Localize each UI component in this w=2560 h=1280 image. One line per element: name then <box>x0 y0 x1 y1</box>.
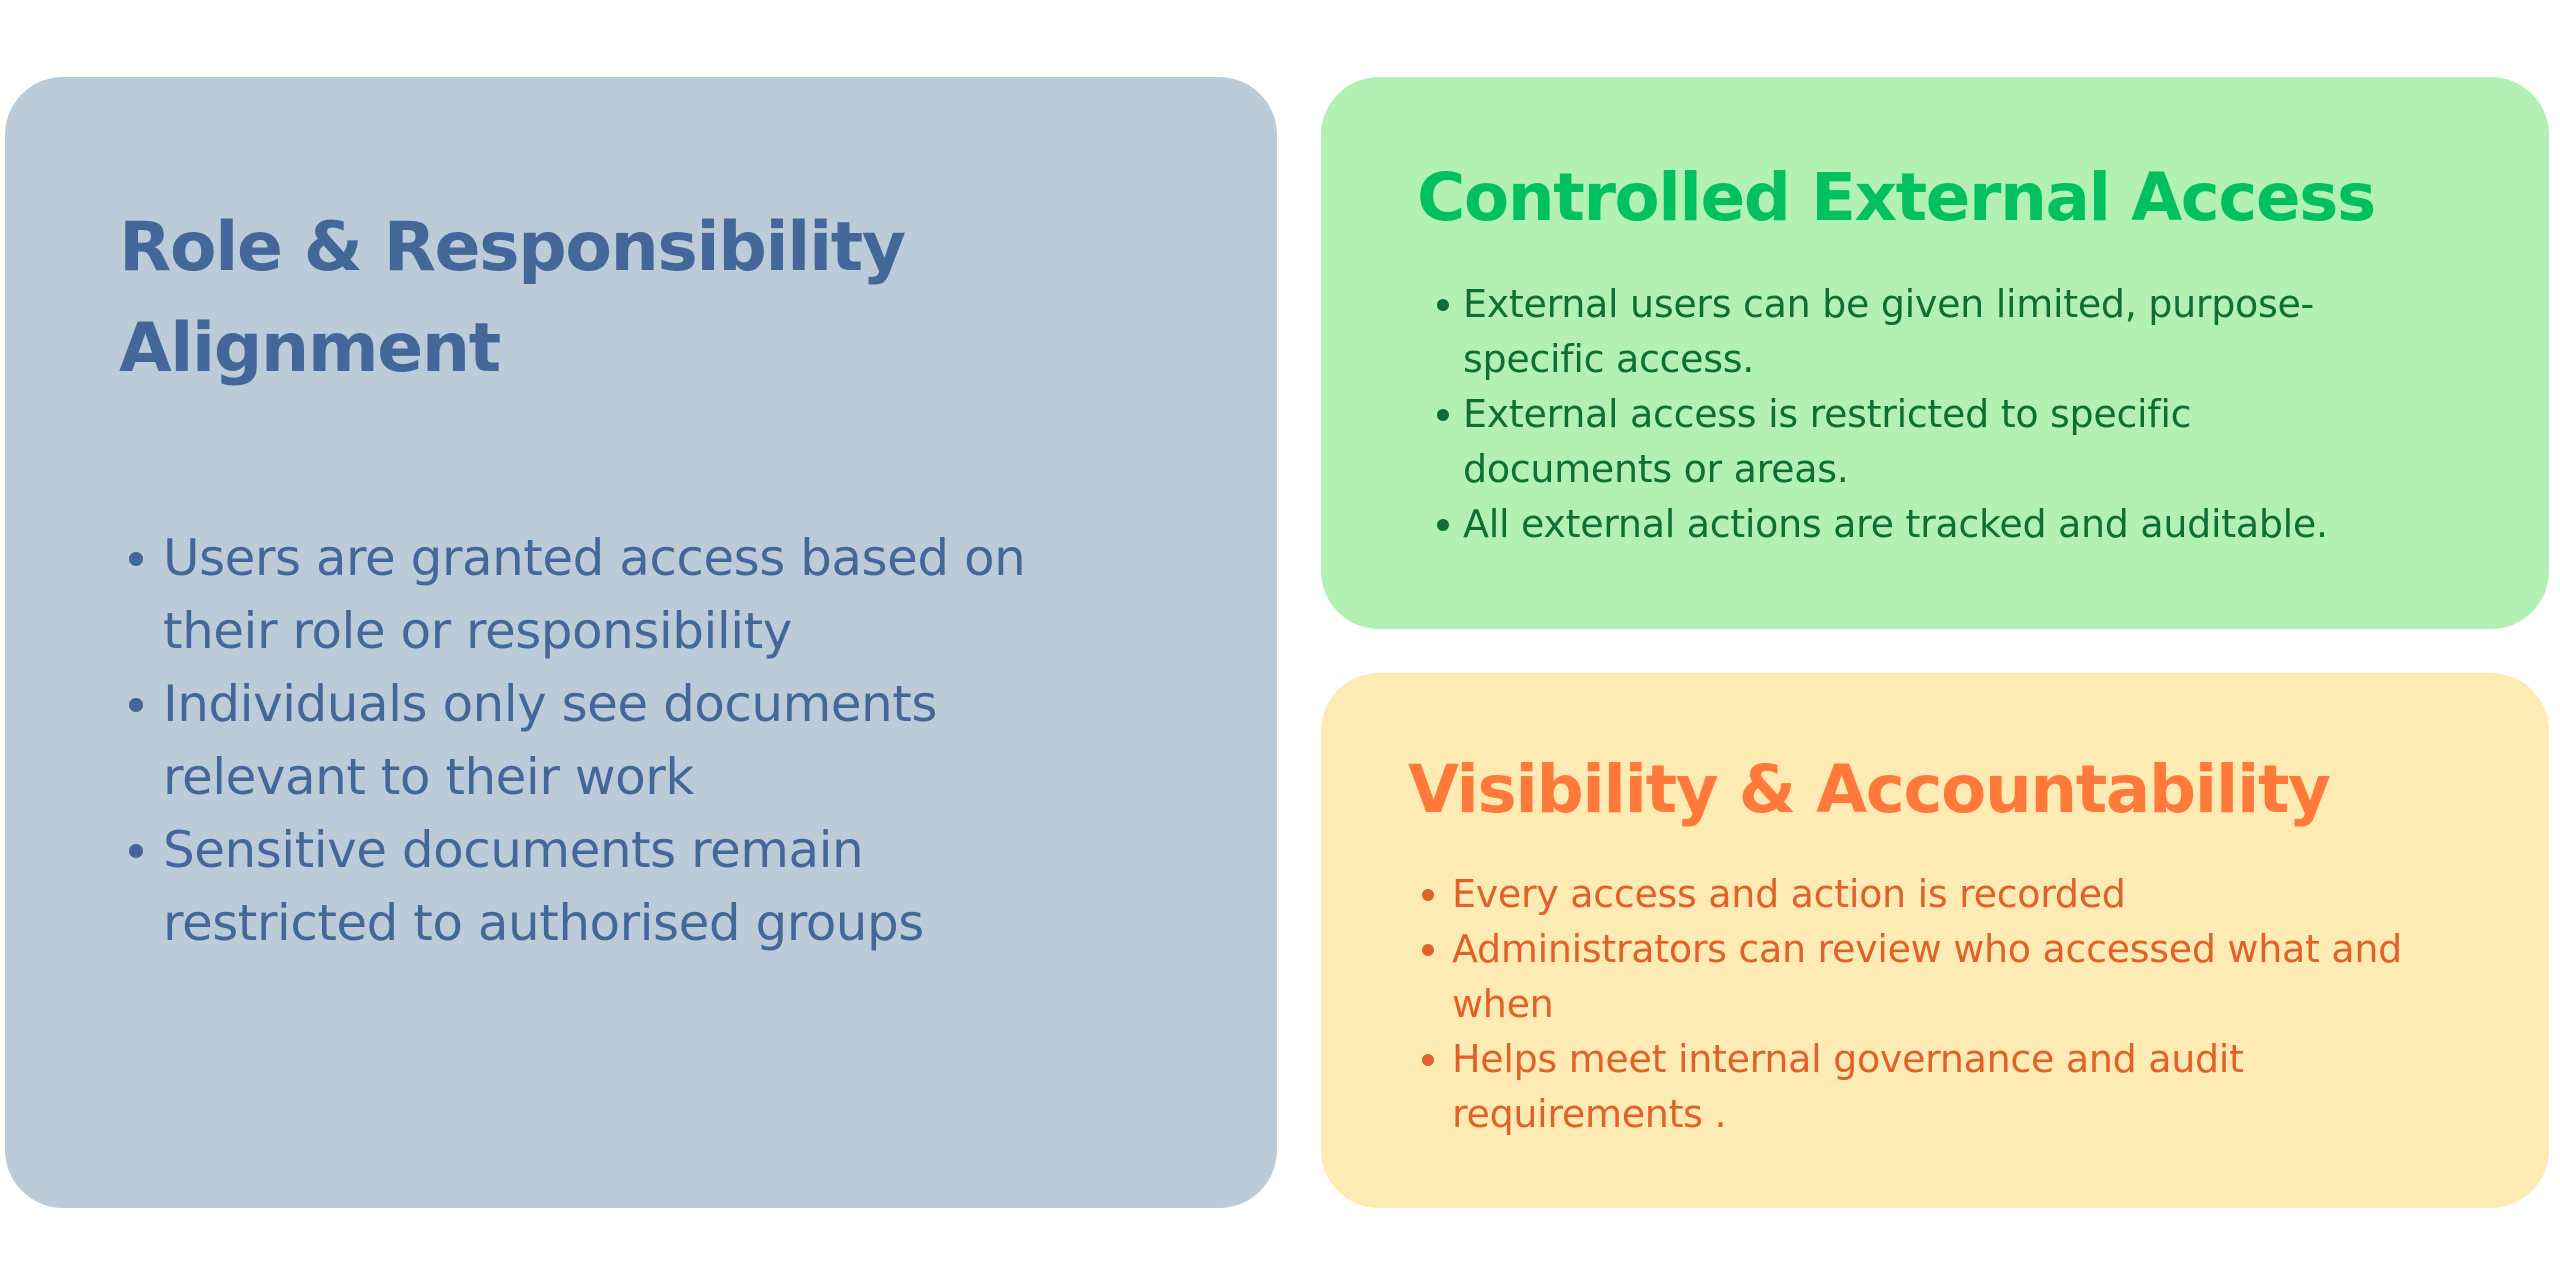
bullet-list: External users can be given limited, pur… <box>1437 277 2373 552</box>
list-item: Every access and action is recorded <box>1422 867 2412 922</box>
list-item: Administrators can review who accessed w… <box>1422 922 2412 1032</box>
card-title: Visibility & Accountability <box>1408 751 2331 828</box>
role-responsibility-card: Role & Responsibility Alignment Users ar… <box>5 77 1277 1208</box>
bullet-list: Every access and action is recorded Admi… <box>1422 867 2412 1142</box>
list-item: Users are granted access based on their … <box>129 522 1063 668</box>
list-item: Individuals only see documents relevant … <box>129 668 1063 814</box>
card-title: Role & Responsibility Alignment <box>119 208 906 388</box>
list-item: Helps meet internal governance and audit… <box>1422 1032 2412 1142</box>
visibility-accountability-card: Visibility & Accountability Every access… <box>1321 673 2549 1208</box>
list-item: Sensitive documents remain restricted to… <box>129 814 1063 960</box>
list-item: All external actions are tracked and aud… <box>1437 497 2373 552</box>
list-item: External access is restricted to specifi… <box>1437 387 2373 497</box>
card-title: Controlled External Access <box>1417 159 2376 236</box>
list-item: External users can be given limited, pur… <box>1437 277 2373 387</box>
controlled-external-access-card: Controlled External Access External user… <box>1321 77 2549 629</box>
bullet-list: Users are granted access based on their … <box>129 522 1063 960</box>
